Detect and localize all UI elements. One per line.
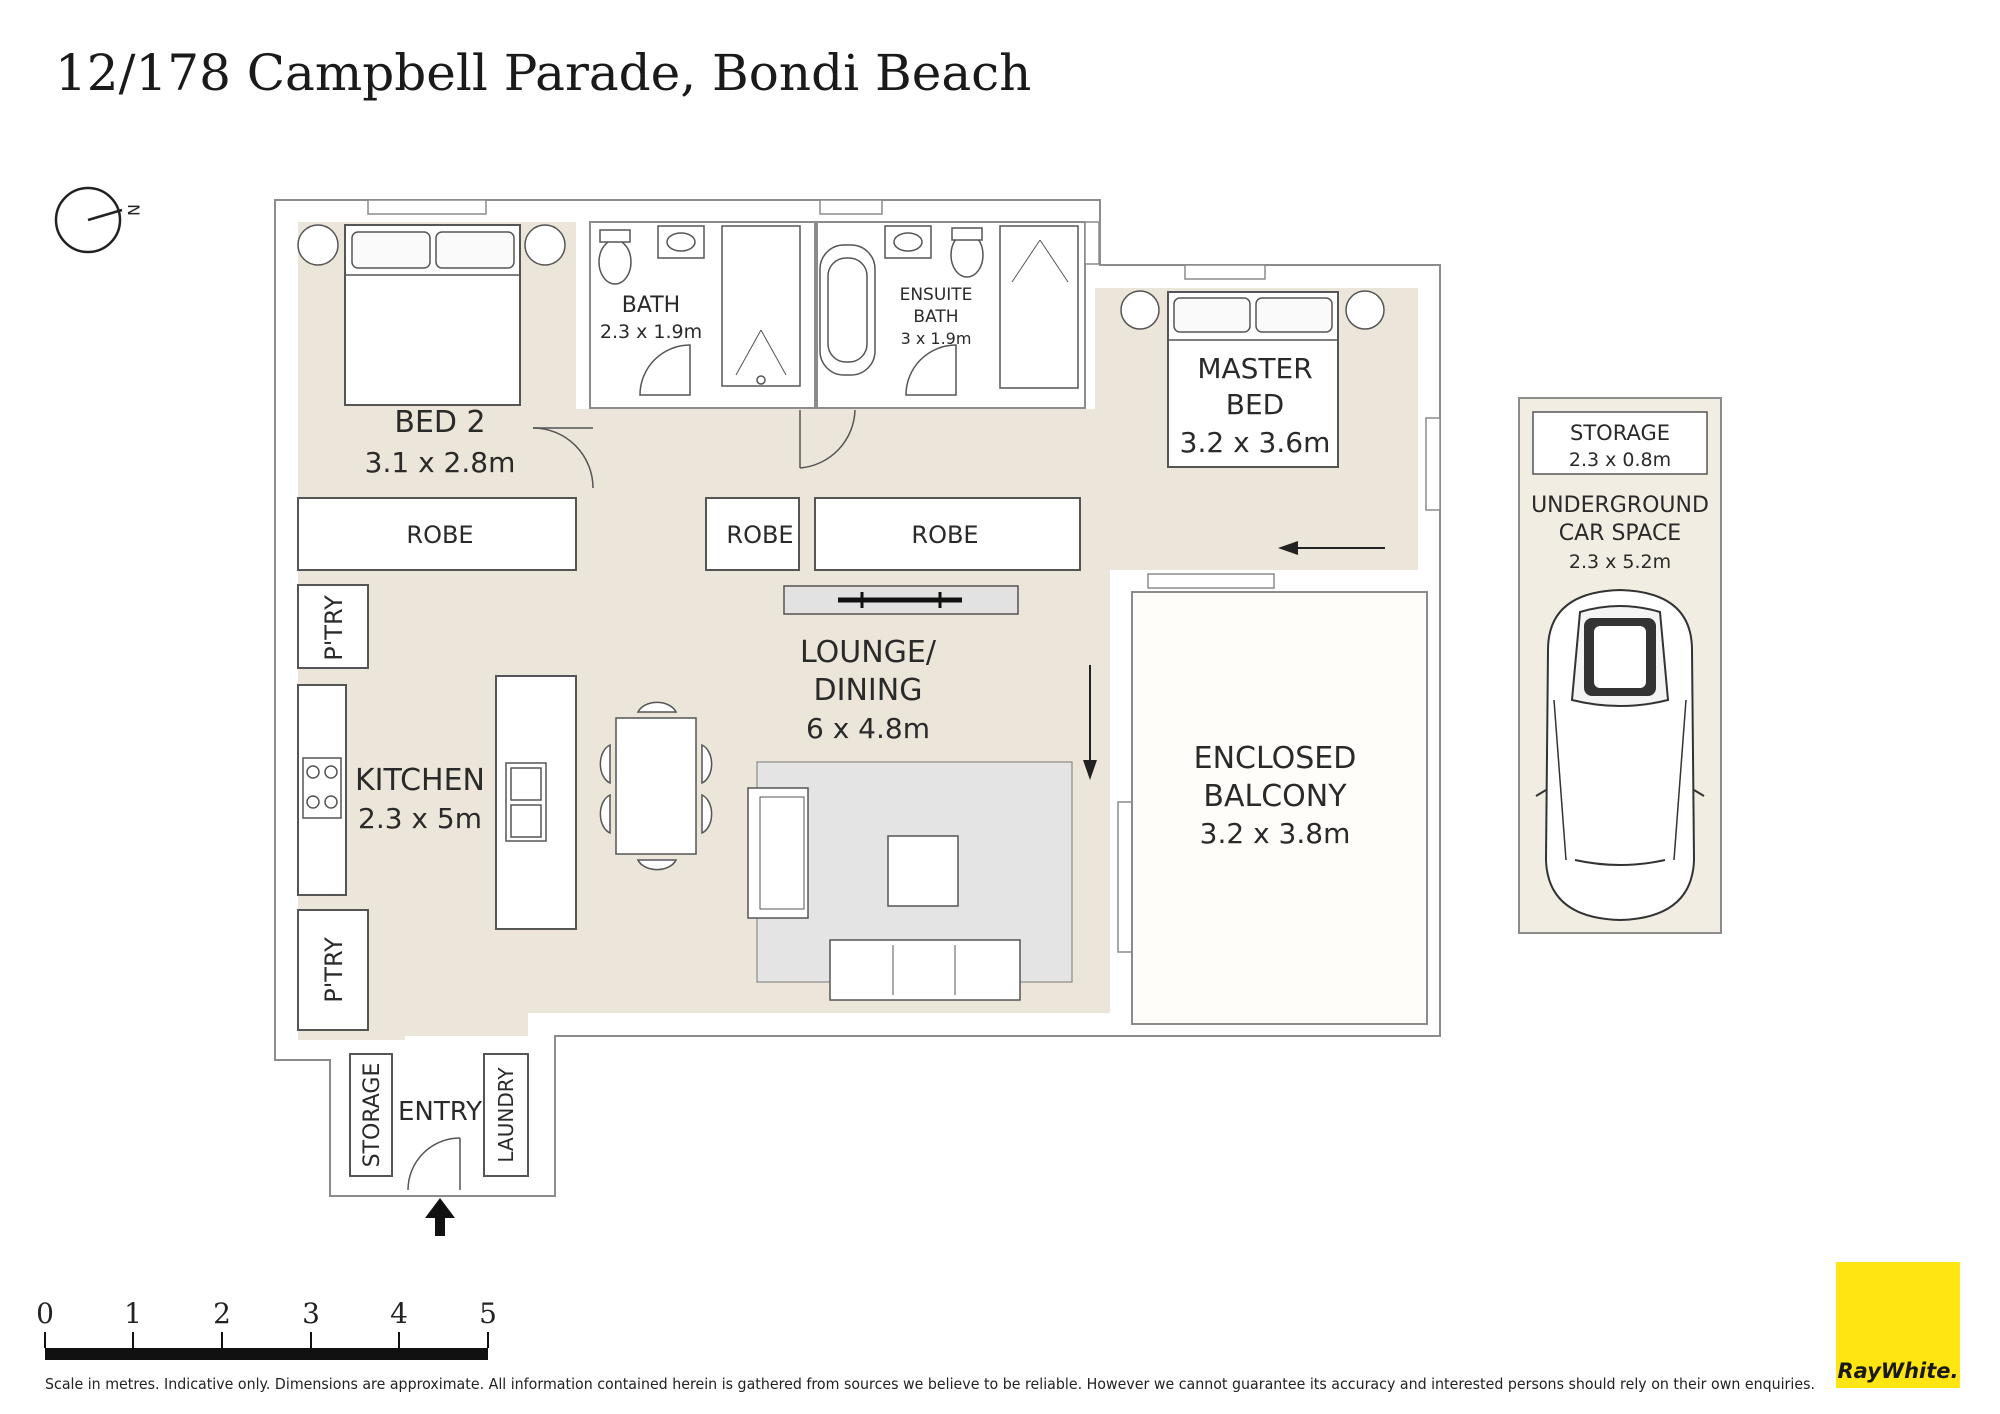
windows xyxy=(367,199,1441,953)
compass-icon: N xyxy=(54,186,143,254)
garage-storage-size: 2.3 x 0.8m xyxy=(1569,449,1671,471)
disclaimer: Scale in metres. Indicative only. Dimens… xyxy=(45,1375,1815,1393)
scale-tick-3: 3 xyxy=(302,1297,320,1330)
cooktop-icon xyxy=(302,757,342,819)
balcony-size: 3.2 x 3.8m xyxy=(1200,817,1351,850)
garage-storage-name: STORAGE xyxy=(1570,421,1670,445)
bed2-size: 3.1 x 2.8m xyxy=(365,446,516,479)
robe1-label: ROBE xyxy=(406,521,473,549)
master-name: MASTER xyxy=(1197,352,1312,385)
master-name2: BED xyxy=(1226,388,1284,421)
brand-name: RayWhite. xyxy=(1838,1359,1959,1383)
master-bed-furniture xyxy=(1120,290,1385,468)
entry-arrow-icon xyxy=(425,1198,455,1236)
kitchen-bench xyxy=(297,684,347,896)
sliding-door-arrow-icon xyxy=(1278,541,1385,555)
robe3 xyxy=(814,497,1081,571)
robe2 xyxy=(705,497,800,571)
car-name2: CAR SPACE xyxy=(1559,521,1681,546)
pantry1-label: P'TRY xyxy=(320,595,348,661)
laundry-label: LAUNDRY xyxy=(494,1067,518,1163)
balcony-name2: BALCONY xyxy=(1203,779,1347,814)
scale-tick-1: 1 xyxy=(124,1297,142,1330)
balcony-name: ENCLOSED xyxy=(1194,741,1357,776)
dining-table xyxy=(599,701,713,871)
scale-tick-5: 5 xyxy=(479,1297,497,1330)
bath-fixtures xyxy=(598,225,801,396)
kitchen-name: KITCHEN xyxy=(355,763,485,798)
lounge-size: 6 x 4.8m xyxy=(806,712,930,745)
kitchen-island xyxy=(495,675,577,930)
scale-tick-2: 2 xyxy=(213,1297,231,1330)
pantry2 xyxy=(297,909,369,1031)
lounge-name2: DINING xyxy=(814,673,923,708)
sliding-door-arrow-icon-2 xyxy=(1083,665,1097,780)
robe1 xyxy=(297,497,577,571)
bath-name: BATH xyxy=(622,293,680,318)
storage xyxy=(349,1053,393,1177)
storage-label: STORAGE xyxy=(360,1063,385,1168)
lounge-furniture xyxy=(747,761,1073,1001)
bed2-furniture xyxy=(297,224,566,406)
robe2-label: ROBE xyxy=(726,521,793,549)
kitchen-size: 2.3 x 5m xyxy=(358,802,482,835)
bed2-name: BED 2 xyxy=(394,405,485,440)
balcony xyxy=(1131,591,1428,1025)
ensuite-name2: BATH xyxy=(913,307,958,327)
door-swings xyxy=(532,409,856,489)
scale-bar: 0 1 2 3 4 5 xyxy=(36,1297,497,1360)
ensuite-size: 3 x 1.9m xyxy=(901,329,972,348)
pantry1 xyxy=(297,584,369,669)
car-icon xyxy=(1535,588,1705,922)
scale-tick-0: 0 xyxy=(36,1297,54,1330)
compass-label: N xyxy=(124,204,143,216)
ensuite-fixtures xyxy=(819,225,1079,396)
robe3-label: ROBE xyxy=(911,521,978,549)
entry-door xyxy=(407,1137,461,1191)
entry-label: ENTRY xyxy=(398,1097,482,1127)
bath-size: 2.3 x 1.9m xyxy=(600,321,702,343)
raywhite-logo: RayWhite. xyxy=(1836,1262,1960,1388)
car-size: 2.3 x 5.2m xyxy=(1569,551,1671,573)
garage-storage xyxy=(1532,411,1708,475)
pantry2-label: P'TRY xyxy=(320,937,348,1003)
laundry xyxy=(483,1053,529,1177)
ensuite-name: ENSUITE xyxy=(900,285,973,305)
scale-tick-4: 4 xyxy=(390,1297,408,1330)
tv-unit xyxy=(783,585,1019,615)
sink-icon xyxy=(505,762,547,842)
page-title: 12/178 Campbell Parade, Bondi Beach xyxy=(55,44,1031,102)
lounge-name: LOUNGE/ xyxy=(800,635,937,670)
master-size: 3.2 x 3.6m xyxy=(1180,426,1331,459)
car-name: UNDERGROUND xyxy=(1531,493,1709,518)
